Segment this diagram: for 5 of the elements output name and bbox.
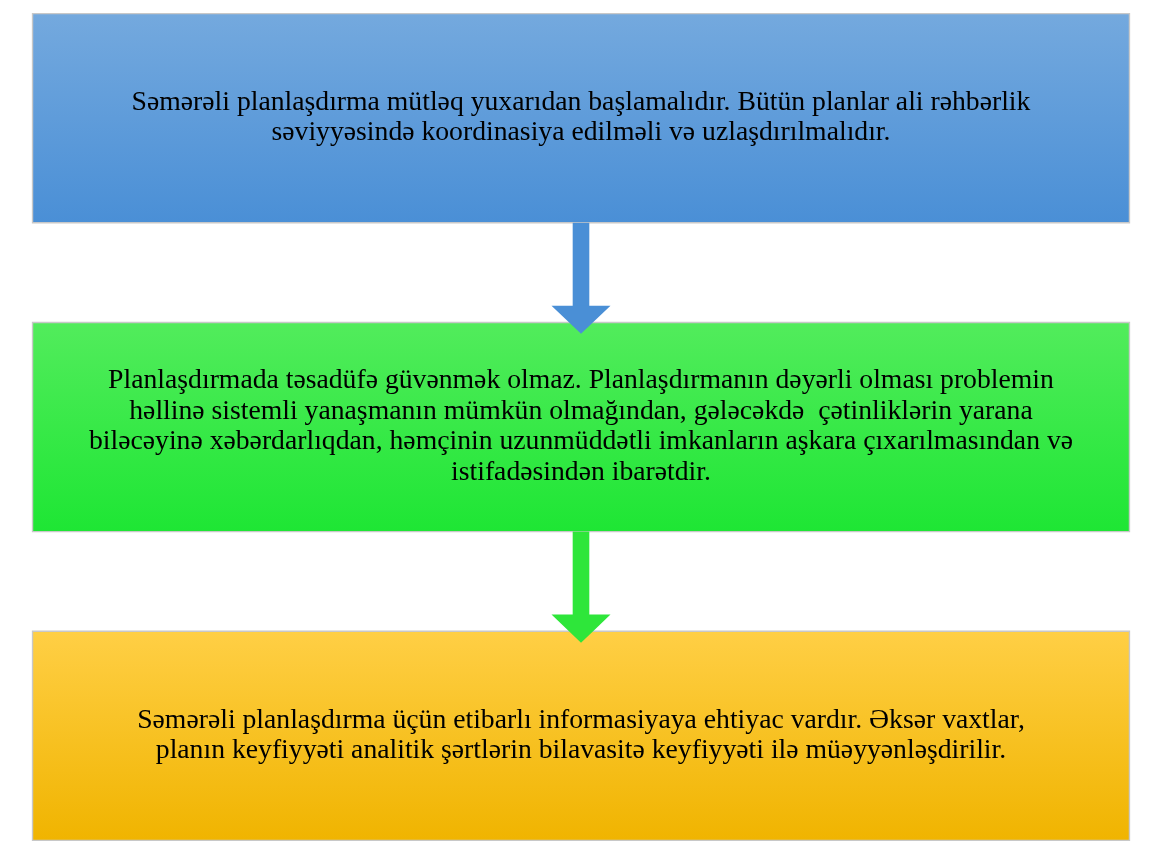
node-box: Səmərəli planlaşdırma üçün etibarlı informasiyaya ehtiyac vardır. Əksər vaxtlar, planın keyfiyyəti analitik şərtlərin bilavasitə keyfiyyəti ilə müəyyənləşdirilir. (31, 630, 1131, 842)
node-box: Səmərəli planlaşdırma mütləq yuxarıdan başlamalıdır. Bütün planlar ali rəhbərlik səviyyəsində koordinasiya edilməli və uzlaşdırılmalıdır. (31, 12, 1131, 224)
arrow (551, 531, 611, 643)
arrow (551, 222, 611, 334)
node-box: Planlaşdırmada təsadüfə güvənmək olmaz. Planlaşdırmanın dəyərli olması problemin həllinə sistemli yanaşmanın mümkün olmağından, gələcəkdə çətinliklərin yarana biləcəyinə xəbərdarlıqdan, həmçinin uzunmüddətli imkanların aşkara çıxarılmasından və istifadəsindən ibarətdir. (31, 321, 1131, 533)
